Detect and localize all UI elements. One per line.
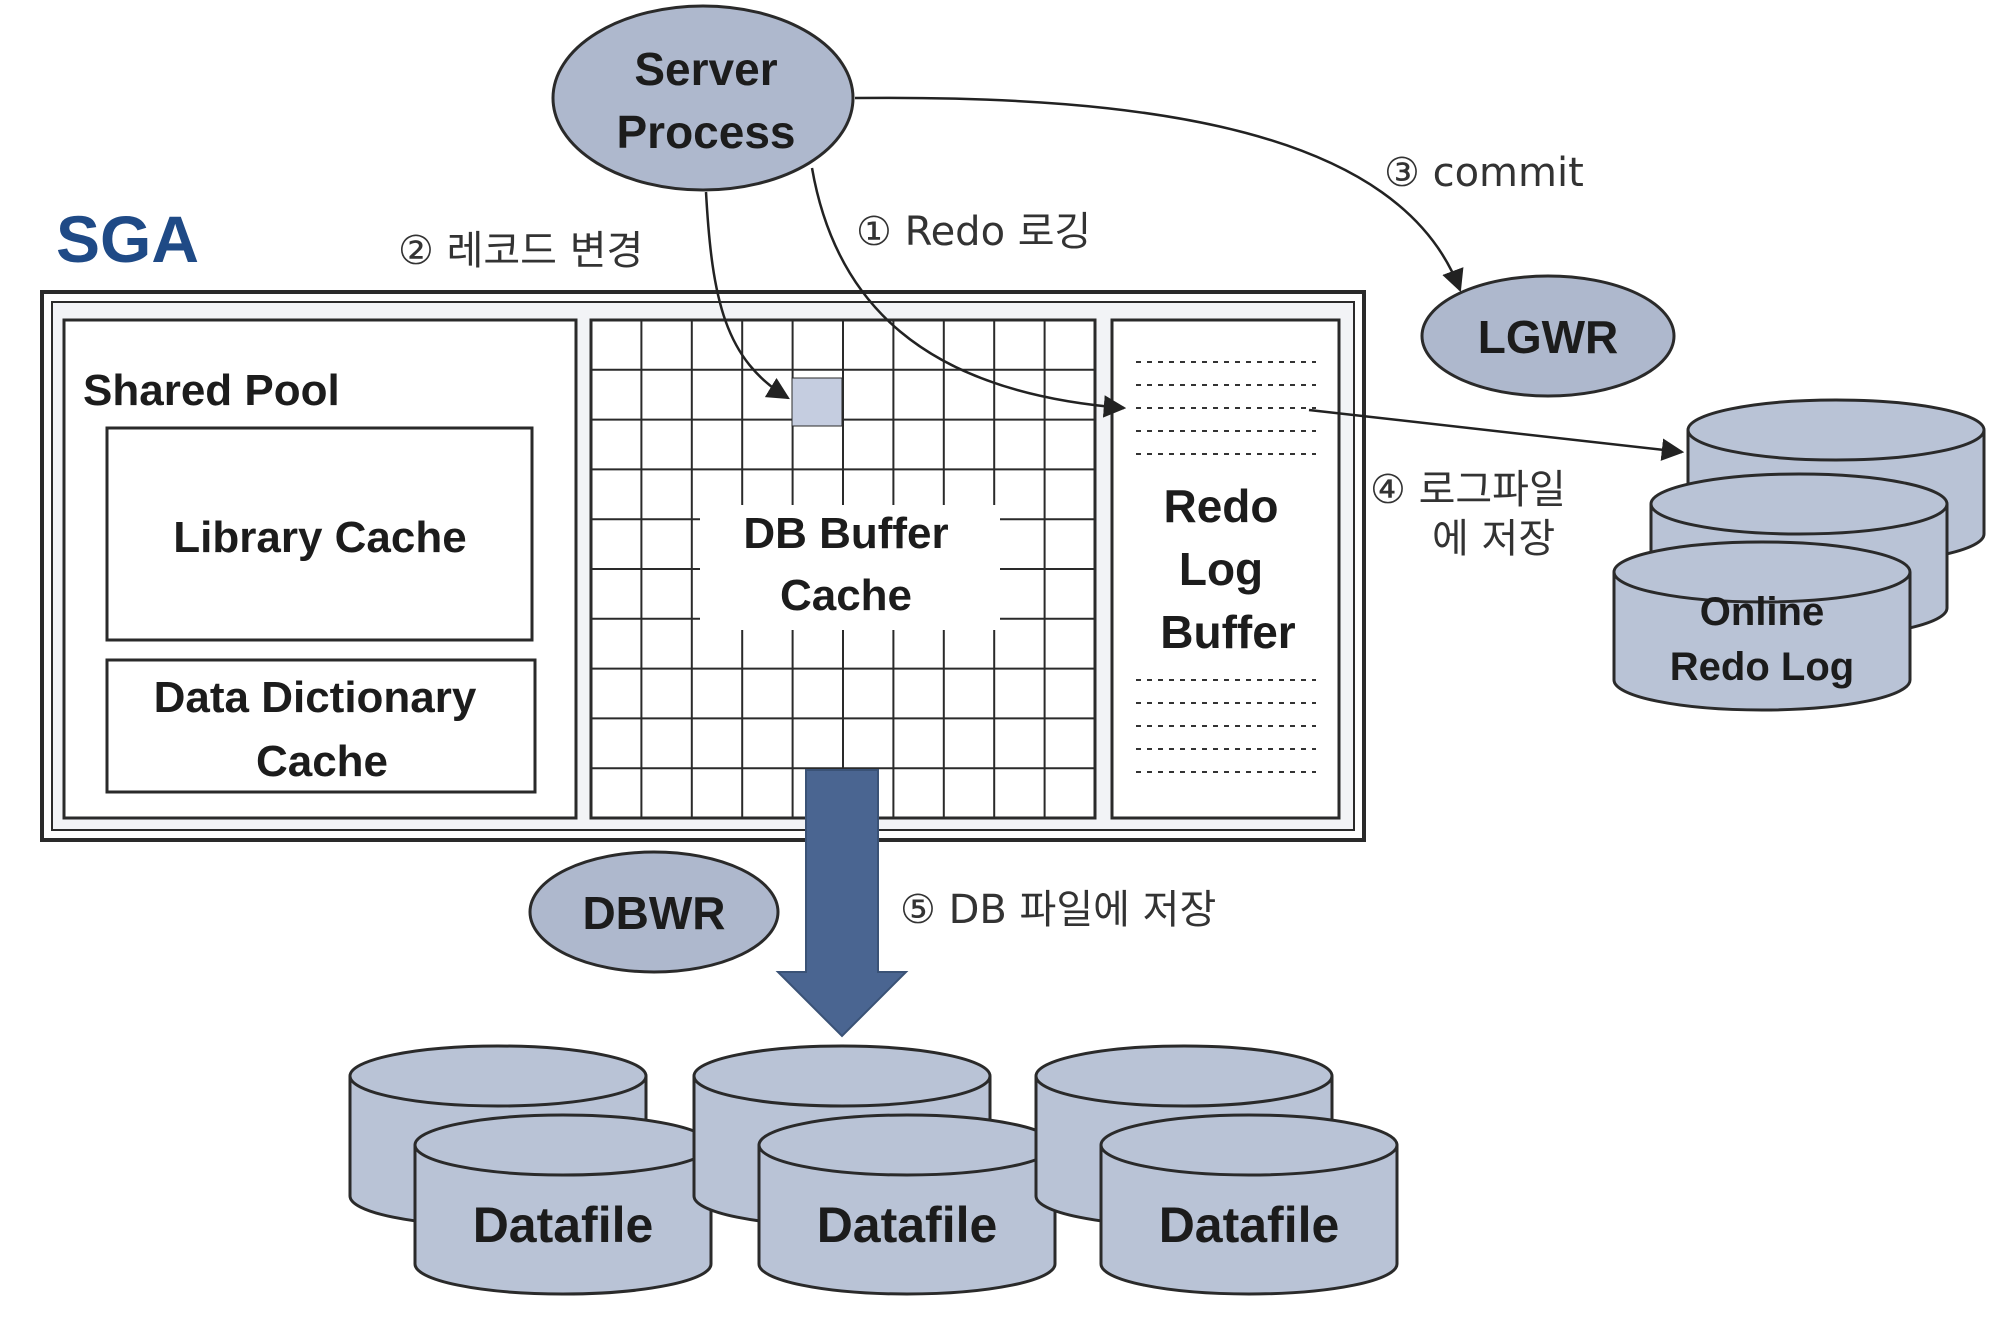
redo-log-entries xyxy=(1136,361,1316,773)
datafile-label: Datafile xyxy=(1159,1197,1340,1253)
datafile-group-3 xyxy=(1034,1044,1399,1296)
library-cache-label: Library Cache xyxy=(173,513,466,562)
datafile-group-2 xyxy=(692,1044,1057,1296)
log-file-write-arrow xyxy=(1308,408,1685,461)
datafile-cylinder-front xyxy=(1099,1113,1399,1296)
dbwr-ellipse xyxy=(528,850,780,974)
step-1-redo-logging: ① Redo 로깅 xyxy=(856,209,1091,255)
shared-pool-title: Shared Pool xyxy=(83,366,340,415)
redo-log-buffer-label-line1: Redo xyxy=(1164,480,1279,532)
server-process-label-line2: Process xyxy=(616,106,795,158)
datafile-group-1 xyxy=(348,1044,713,1296)
commit-arrow xyxy=(854,96,1464,293)
db-buffer-cache-label-line2: Cache xyxy=(780,571,912,620)
data-dictionary-cache-label-line2: Cache xyxy=(256,737,388,786)
online-redo-log-label-line1: Online xyxy=(1700,590,1824,634)
db-buffer-cache-label-line1: DB Buffer xyxy=(743,509,948,558)
redo-log-buffer-box xyxy=(1110,318,1341,820)
step-2-record-change: ② 레코드 변경 xyxy=(398,228,643,274)
modified-buffer-block xyxy=(791,377,843,427)
redo-log-buffer-label-line2: Log xyxy=(1179,543,1263,595)
sga-title: SGA xyxy=(56,202,199,276)
datafile-cylinder-front xyxy=(413,1113,713,1296)
redo-logging-arrow xyxy=(810,167,1127,418)
dbwr-write-arrow xyxy=(775,769,909,1038)
step-4-save-log-file-line2: 에 저장 xyxy=(1432,516,1555,562)
datafile-cylinder-front xyxy=(757,1113,1057,1296)
record-change-arrow xyxy=(704,191,790,400)
lgwr-label: LGWR xyxy=(1478,311,1619,363)
online-redo-log-label-line2: Redo Log xyxy=(1670,645,1854,689)
db-buffer-cache-box xyxy=(589,318,1097,820)
data-dictionary-cache-label-line1: Data Dictionary xyxy=(154,673,477,722)
step-4-save-log-file-line1: ④ 로그파일 xyxy=(1370,467,1566,513)
db-buffer-cache-label-bg xyxy=(700,505,1000,630)
datafile-label: Datafile xyxy=(473,1197,654,1253)
server-process-ellipse xyxy=(551,4,855,192)
server-process-label-line1: Server xyxy=(634,43,777,95)
step-3-commit: ③ commit xyxy=(1384,150,1584,196)
online-redo-log-stack xyxy=(1612,398,1986,712)
online-redo-log-cylinder xyxy=(1612,540,1912,712)
dbwr-label: DBWR xyxy=(582,887,725,939)
lgwr-ellipse xyxy=(1420,274,1676,398)
data-dictionary-cache-box xyxy=(105,658,537,794)
step-5-save-db-file: ⑤ DB 파일에 저장 xyxy=(900,887,1216,933)
datafile-label: Datafile xyxy=(817,1197,998,1253)
redo-log-buffer-label-line3: Buffer xyxy=(1160,606,1296,658)
library-cache-box xyxy=(105,426,534,642)
